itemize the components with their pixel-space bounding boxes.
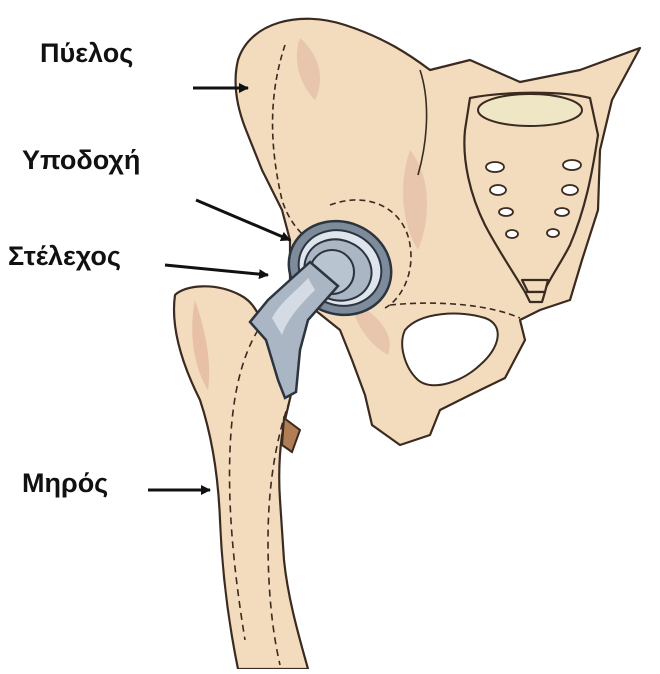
femur-label: Μηρός	[22, 470, 108, 497]
socket-arrow	[196, 200, 290, 240]
socket-label: Υποδοχή	[22, 147, 140, 174]
pelvis-label: Πύελος	[40, 40, 133, 67]
stem-arrow	[165, 265, 268, 275]
stem-label: Στέλεχος	[8, 243, 121, 270]
